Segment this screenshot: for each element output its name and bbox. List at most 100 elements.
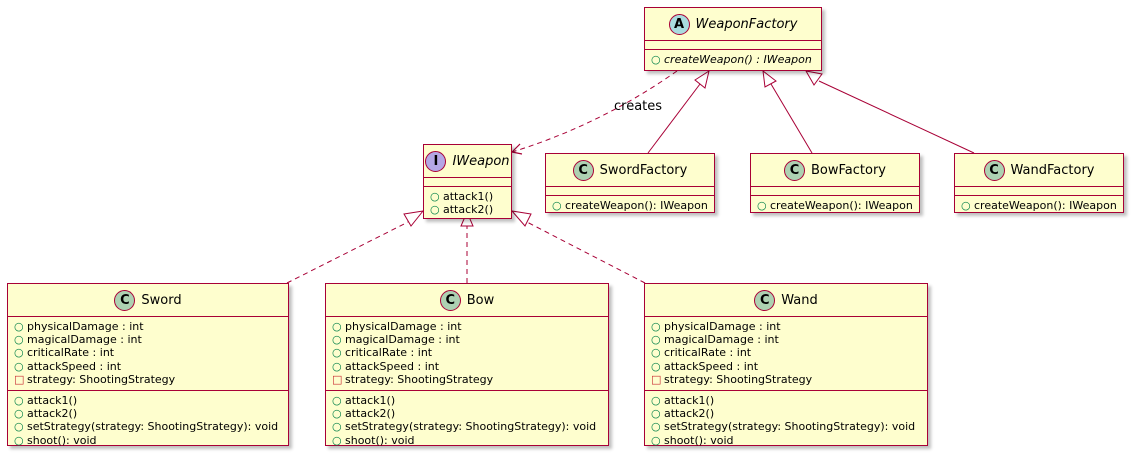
method-row: ○createWeapon(): IWeapon (961, 199, 1117, 212)
weaponfactory-class[interactable]: A WeaponFactory ○createWeapon() : IWeapo… (644, 7, 822, 71)
field-row: ○magicalDamage : int (651, 333, 779, 347)
weaponfactory-fields (645, 40, 821, 49)
wandfactory-class[interactable]: C WandFactory ○createWeapon(): IWeapon (954, 153, 1124, 213)
wandfactory-extends-edge (805, 70, 975, 154)
method-row: ○shoot(): void (651, 433, 734, 447)
method-row: ○createWeapon(): IWeapon (757, 199, 913, 212)
wand-implements-edge (510, 210, 646, 284)
field-row: ○criticalRate : int (14, 346, 115, 360)
wand-class[interactable]: C Wand ○physicalDamage : int ○magicalDam… (644, 283, 928, 447)
class-icon: C (114, 289, 136, 311)
bow-name: Bow (466, 292, 495, 308)
wandfactory-fields (955, 186, 1123, 195)
field-row: ○criticalRate : int (651, 346, 752, 360)
method-row: ○attack1() (14, 394, 78, 408)
method-row: ○setStrategy(strategy: ShootingStrategy)… (651, 420, 916, 434)
iweapon-interface[interactable]: I IWeapon ○attack1() ○attack2() (423, 144, 512, 219)
public-marker-icon: ○ (651, 420, 661, 434)
method-row: ○attack1() (332, 394, 396, 408)
field-row: ○attackSpeed : int (14, 359, 122, 373)
public-marker-icon: ○ (651, 433, 661, 447)
public-marker-icon: ○ (14, 433, 24, 447)
wand-methods: ○attack1() ○attack2() ○setStrategy(strat… (645, 390, 927, 451)
public-marker-icon: ○ (332, 320, 342, 333)
public-marker-icon: ○ (651, 320, 661, 333)
public-marker-icon: ○ (14, 320, 24, 333)
public-marker-icon: ○ (14, 333, 24, 347)
bowfactory-methods: ○createWeapon(): IWeapon (751, 195, 919, 216)
swordfactory-extends-edge (647, 69, 710, 154)
public-marker-icon: ○ (651, 333, 661, 347)
method-row: ○shoot(): void (332, 433, 415, 447)
field-row: ○attackSpeed : int (651, 359, 759, 373)
public-marker-icon: ○ (332, 359, 342, 373)
class-icon: C (572, 159, 594, 181)
method-row: ○setStrategy(strategy: ShootingStrategy)… (332, 420, 597, 434)
field-row: ○physicalDamage : int (14, 320, 144, 333)
bow-methods: ○attack1() ○attack2() ○setStrategy(strat… (326, 390, 608, 451)
method-row: ○attack2() (14, 407, 78, 421)
public-marker-icon: ○ (961, 199, 971, 212)
wand-name: Wand (781, 292, 818, 308)
class-icon: C (754, 289, 776, 311)
field-row: □strategy: ShootingStrategy (651, 372, 813, 386)
field-row: ○magicalDamage : int (14, 333, 142, 347)
field-row: ○attackSpeed : int (332, 359, 440, 373)
public-marker-icon: ○ (651, 53, 661, 66)
interface-icon: I (425, 150, 447, 172)
wand-fields: ○physicalDamage : int ○magicalDamage : i… (645, 316, 927, 390)
field-row: □strategy: ShootingStrategy (14, 372, 176, 386)
public-marker-icon: ○ (14, 420, 24, 434)
public-marker-icon: ○ (332, 433, 342, 447)
field-row: □strategy: ShootingStrategy (332, 372, 494, 386)
private-marker-icon: □ (332, 372, 343, 386)
method-row: ○createWeapon() : IWeapon (651, 53, 812, 66)
sword-methods: ○attack1() ○attack2() ○setStrategy(strat… (8, 390, 288, 451)
public-marker-icon: ○ (757, 199, 767, 212)
wandfactory-name: WandFactory (1010, 162, 1095, 178)
private-marker-icon: □ (14, 372, 25, 386)
class-icon: C (784, 159, 805, 181)
weaponfactory-methods: ○createWeapon() : IWeapon (645, 49, 821, 70)
bowfactory-fields (751, 186, 919, 195)
public-marker-icon: ○ (14, 407, 24, 421)
weaponfactory-name: WeaponFactory (695, 16, 798, 32)
public-marker-icon: ○ (14, 394, 24, 408)
field-row: ○physicalDamage : int (651, 320, 781, 333)
public-marker-icon: ○ (332, 394, 342, 408)
iweapon-name: IWeapon (452, 153, 510, 169)
creates-edge-label: creates (614, 99, 663, 114)
creates-dependency-edge (511, 70, 678, 155)
public-marker-icon: ○ (332, 346, 342, 360)
public-marker-icon: ○ (651, 346, 661, 360)
abstract-class-icon: A (668, 13, 690, 35)
public-marker-icon: ○ (332, 333, 342, 347)
swordfactory-fields (546, 186, 714, 195)
sword-implements-edge (286, 210, 425, 284)
field-row: ○criticalRate : int (332, 346, 433, 360)
class-icon: C (983, 159, 1005, 181)
method-row: ○attack2() (430, 203, 494, 217)
bow-fields: ○physicalDamage : int ○magicalDamage : i… (326, 316, 608, 390)
public-marker-icon: ○ (651, 394, 661, 408)
swordfactory-methods: ○createWeapon(): IWeapon (546, 195, 714, 216)
public-marker-icon: ○ (14, 359, 24, 373)
public-marker-icon: ○ (14, 346, 24, 360)
sword-class[interactable]: C Sword ○physicalDamage : int ○magicalDa… (7, 283, 289, 447)
method-row: ○createWeapon(): IWeapon (552, 199, 708, 212)
method-row: ○shoot(): void (14, 433, 97, 447)
private-marker-icon: □ (651, 372, 662, 386)
swordfactory-name: SwordFactory (599, 162, 688, 178)
public-marker-icon: ○ (651, 359, 661, 373)
bow-implements-edge (460, 210, 474, 283)
public-marker-icon: ○ (651, 407, 661, 421)
bow-class[interactable]: C Bow ○physicalDamage : int ○magicalDama… (325, 283, 609, 447)
field-row: ○magicalDamage : int (332, 333, 460, 347)
sword-name: Sword (141, 292, 182, 308)
bowfactory-class[interactable]: C BowFactory ○createWeapon(): IWeapon (750, 153, 920, 213)
method-row: ○attack2() (651, 407, 715, 421)
public-marker-icon: ○ (332, 420, 342, 434)
swordfactory-class[interactable]: C SwordFactory ○createWeapon(): IWeapon (545, 153, 715, 213)
public-marker-icon: ○ (430, 190, 440, 203)
